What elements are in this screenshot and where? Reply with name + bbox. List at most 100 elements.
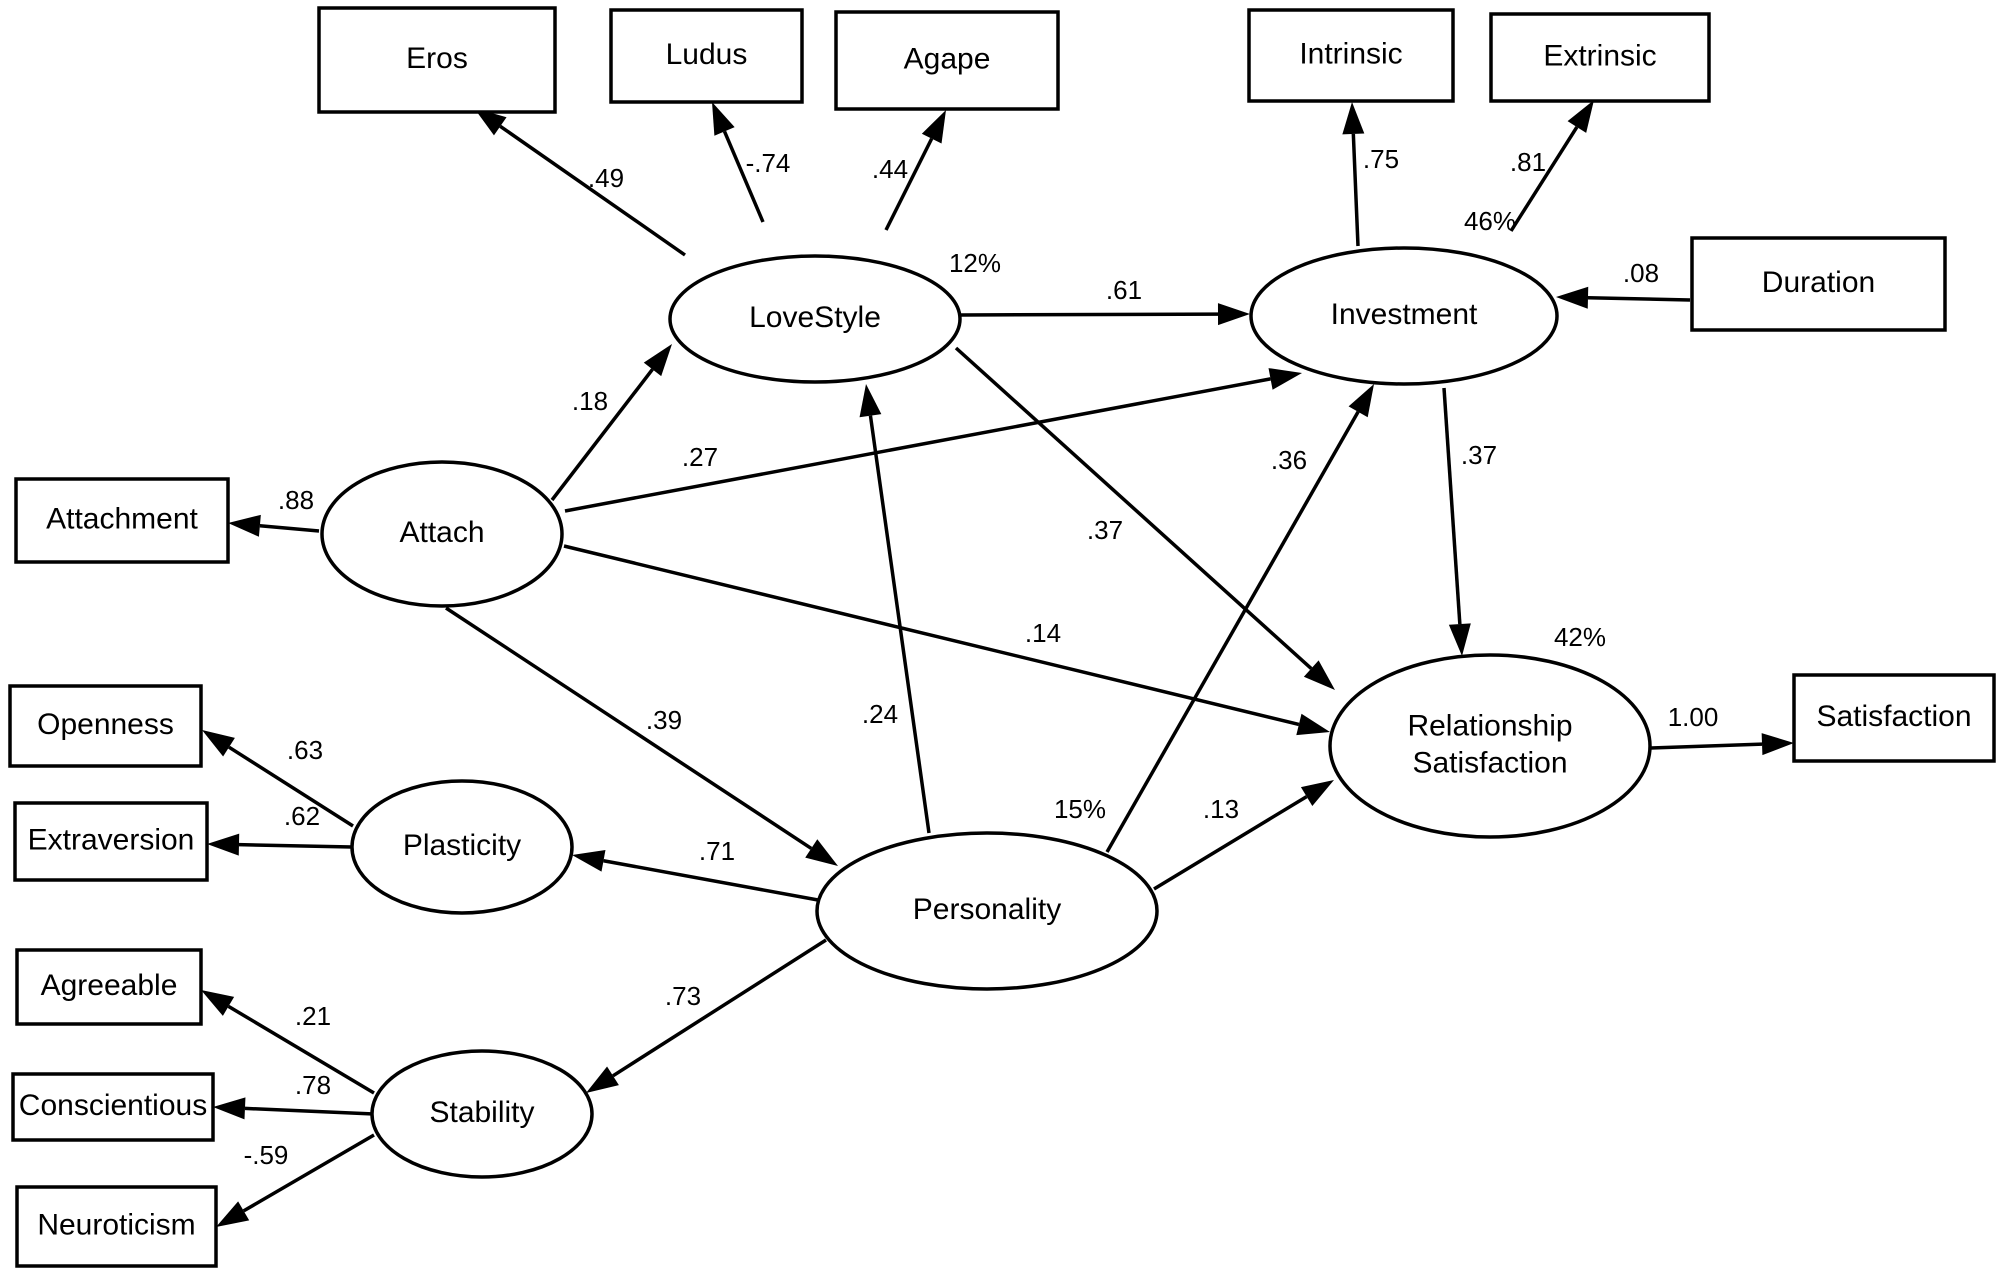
edge-line: [563, 544, 1300, 727]
edge-line: [1153, 795, 1308, 891]
node-agreeable: Agreeable: [15, 948, 203, 1026]
edge-plasticity-to-openness: [202, 730, 354, 828]
node-label-ludus: Ludus: [666, 38, 748, 71]
arrow-head-icon: [1761, 733, 1794, 756]
edge-line: [954, 346, 1313, 670]
edge-lovestyle-to-agape: [884, 110, 946, 231]
node-personality: Personality: [815, 831, 1159, 991]
arrow-head-icon: [572, 849, 606, 872]
coef-relsat-to-satisfaction: 1.00: [1668, 702, 1719, 732]
arrow-head-icon: [1556, 286, 1589, 309]
observed-variable-box: [834, 10, 1060, 111]
node-ludus: Ludus: [609, 8, 804, 104]
edge-investment-to-intrinsic: [1342, 102, 1365, 247]
edges-layer: [201, 100, 1794, 1227]
edge-duration-to-investment: [1556, 286, 1691, 309]
node-lovestyle: LoveStyle: [668, 254, 962, 384]
edge-line: [259, 524, 320, 533]
node-label-attach: Attach: [399, 516, 484, 549]
coef-personality-to-lovestyle: .24: [862, 699, 898, 729]
edge-attach-to-investment: [564, 368, 1302, 513]
coef-plasticity-to-extraversion: .62: [284, 801, 320, 831]
node-duration: Duration: [1690, 236, 1947, 332]
node-label-intrinsic: Intrinsic: [1299, 37, 1402, 70]
edge-line: [1442, 387, 1462, 625]
arrow-head-icon: [1300, 780, 1334, 806]
edge-line: [868, 415, 931, 834]
observed-variable-box: [15, 948, 203, 1026]
r2-relsat: 42%: [1554, 622, 1606, 652]
arrow-head-icon: [1342, 102, 1365, 135]
arrow-head-icon: [216, 1201, 250, 1227]
edge-line: [550, 368, 654, 502]
node-intrinsic: Intrinsic: [1247, 8, 1455, 103]
observed-variable-box: [8, 684, 203, 768]
edge-line: [1650, 742, 1763, 750]
arrow-head-icon: [1348, 384, 1374, 418]
edge-line: [228, 745, 354, 828]
arrow-head-icon: [1303, 660, 1335, 690]
node-label-conscientious: Conscientious: [19, 1089, 207, 1122]
latent-variable-ellipse: [815, 831, 1159, 991]
edge-personality-to-plasticity: [572, 849, 819, 902]
arrow-head-icon: [1296, 713, 1330, 736]
coef-stability-to-agreeable: .21: [295, 1001, 331, 1031]
edge-attach-to-relsat: [563, 544, 1330, 736]
node-extrinsic: Extrinsic: [1489, 12, 1711, 103]
arrow-head-icon: [805, 839, 838, 866]
node-label-agape: Agape: [904, 42, 991, 75]
node-label-agreeable: Agreeable: [41, 969, 178, 1002]
node-label-neuroticism: Neuroticism: [37, 1208, 195, 1241]
node-agape: Agape: [834, 10, 1060, 111]
coef-investment-to-extrinsic: .81: [1510, 147, 1546, 177]
arrow-head-icon: [586, 1066, 619, 1093]
edge-stability-to-neuroticism: [216, 1133, 375, 1227]
node-stability: Stability: [370, 1049, 594, 1179]
arrow-head-icon: [202, 730, 235, 757]
r2-lovestyle: 12%: [949, 248, 1001, 278]
node-label-lovestyle: LoveStyle: [749, 301, 881, 334]
edge-lovestyle-to-ludus: [712, 102, 765, 223]
node-label-duration: Duration: [1762, 266, 1875, 299]
observed-variable-box: [1489, 12, 1711, 103]
edge-lovestyle-to-investment: [960, 303, 1250, 326]
edge-line: [1587, 295, 1691, 302]
node-openness: Openness: [8, 684, 203, 768]
arrow-head-icon: [859, 384, 882, 418]
coef-lovestyle-to-ludus: -.74: [746, 148, 791, 178]
node-label-extraversion: Extraversion: [28, 823, 195, 856]
coef-duration-to-investment: .08: [1623, 258, 1659, 288]
node-conscientious: Conscientious: [11, 1072, 215, 1142]
node-label-investment: Investment: [1331, 298, 1478, 331]
observed-variable-box: [11, 1072, 215, 1142]
edge-personality-to-lovestyle: [859, 384, 931, 834]
arrow-head-icon: [921, 110, 946, 144]
coef-personality-to-relsat: .13: [1203, 794, 1239, 824]
node-label-personality: Personality: [913, 893, 1061, 926]
edge-line: [238, 842, 353, 849]
arrow-head-icon: [1268, 368, 1302, 390]
arrow-head-icon: [213, 1097, 246, 1120]
coef-attach-to-relsat: .14: [1025, 618, 1061, 648]
node-neuroticism: Neuroticism: [15, 1185, 218, 1268]
node-label-extrinsic: Extrinsic: [1543, 39, 1656, 72]
coef-personality-to-investment: .36: [1271, 445, 1307, 475]
node-label-stability: Stability: [429, 1096, 534, 1129]
edge-line: [612, 938, 827, 1078]
arrow-head-icon: [474, 108, 507, 136]
edge-line: [960, 312, 1219, 317]
arrow-head-icon: [643, 344, 672, 377]
coef-stability-to-conscientious: .78: [295, 1070, 331, 1100]
node-satisfaction: Satisfaction: [1792, 673, 1996, 763]
observed-variable-box: [13, 801, 209, 882]
coef-attach-to-attachment: .88: [278, 485, 314, 515]
edge-line: [445, 606, 813, 850]
arrow-head-icon: [1567, 100, 1594, 133]
node-label-plasticity: Plasticity: [403, 829, 521, 862]
coef-personality-to-stability: .73: [665, 981, 701, 1011]
arrow-head-icon: [1448, 623, 1471, 656]
node-label-openness: Openness: [37, 708, 174, 741]
